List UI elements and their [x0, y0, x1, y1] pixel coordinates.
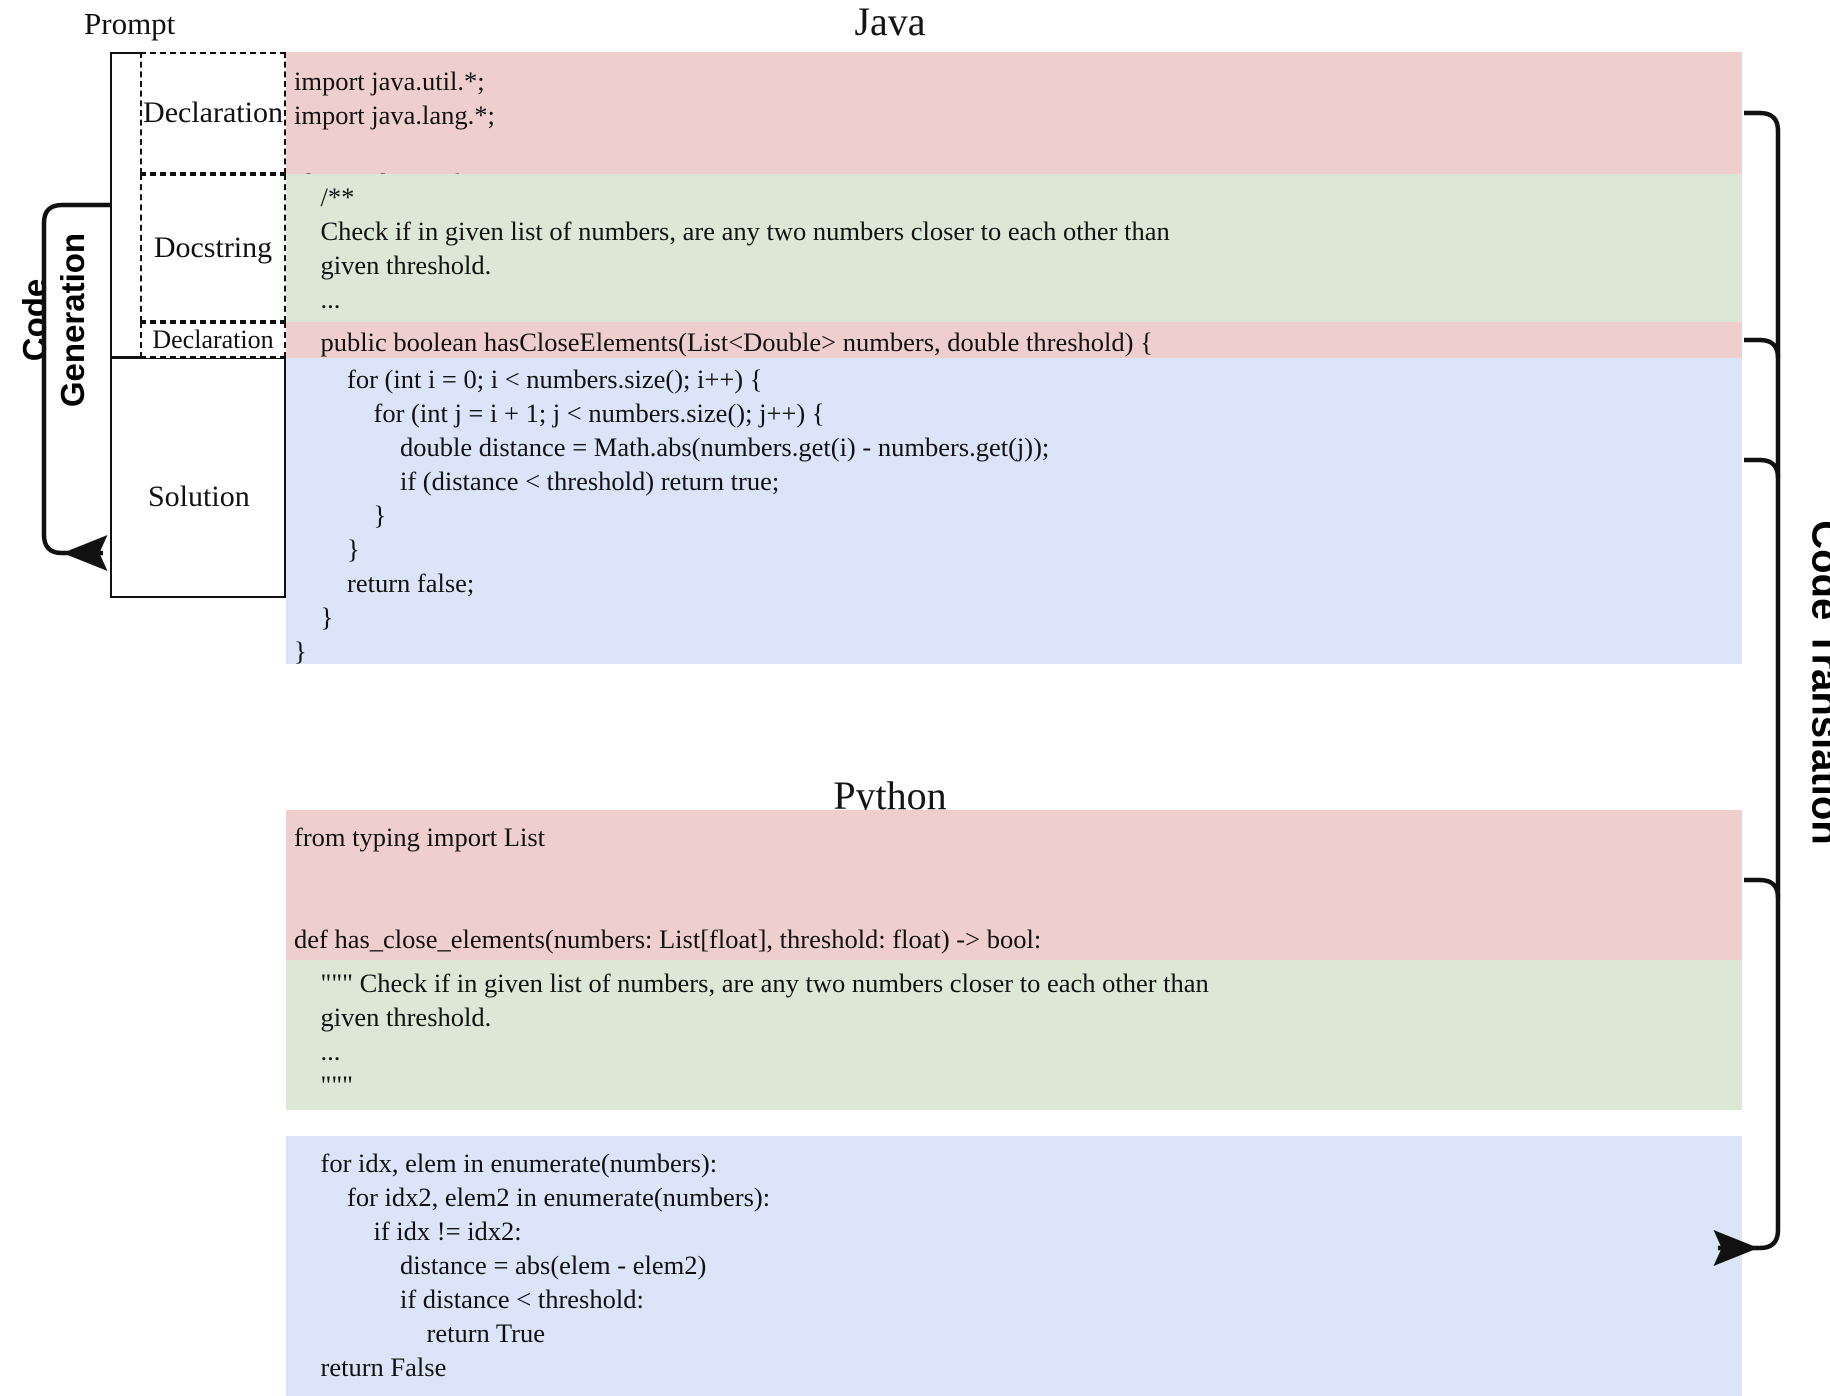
java-section-title: Java	[854, 0, 926, 44]
solution-box-label: Solution	[148, 480, 250, 513]
prompt-part-label: Declaration	[152, 325, 274, 354]
java-declaration-signature-code: public boolean hasCloseElements(List<Dou…	[294, 327, 1153, 357]
python-declaration-top-band: from typing import List def has_close_el…	[286, 810, 1742, 960]
python-docstring-code: """ Check if in given list of numbers, a…	[320, 968, 1209, 1100]
prompt-label: Prompt	[84, 6, 176, 41]
java-docstring-band: /** Check if in given list of numbers, a…	[286, 174, 1742, 348]
prompt-part-declaration-signature: Declaration	[140, 322, 286, 358]
prompt-part-declaration-top: Declaration	[140, 52, 286, 174]
prompt-part-label: Docstring	[153, 231, 273, 264]
prompt-part-label: Declaration	[143, 96, 283, 129]
java-solution-band: for (int i = 0; i < numbers.size(); i++)…	[286, 358, 1742, 666]
java-docstring-code: /** Check if in given list of numbers, a…	[320, 182, 1170, 348]
java-solution-code: for (int i = 0; i < numbers.size(); i++)…	[294, 364, 1050, 666]
java-declaration-top-band: import java.util.*; import java.lang.*; …	[286, 52, 1742, 198]
python-solution-band: for idx, elem in enumerate(numbers): for…	[286, 1136, 1742, 1396]
java-declaration-signature-band: public boolean hasCloseElements(List<Dou…	[286, 322, 1742, 358]
prompt-part-docstring: Docstring	[140, 174, 286, 322]
python-declaration-top-code: from typing import List def has_close_el…	[294, 822, 1042, 954]
python-docstring-band: """ Check if in given list of numbers, a…	[286, 960, 1742, 1110]
python-solution-code: for idx, elem in enumerate(numbers): for…	[320, 1148, 771, 1382]
code-translation-label: Code Translation	[1803, 520, 1830, 845]
